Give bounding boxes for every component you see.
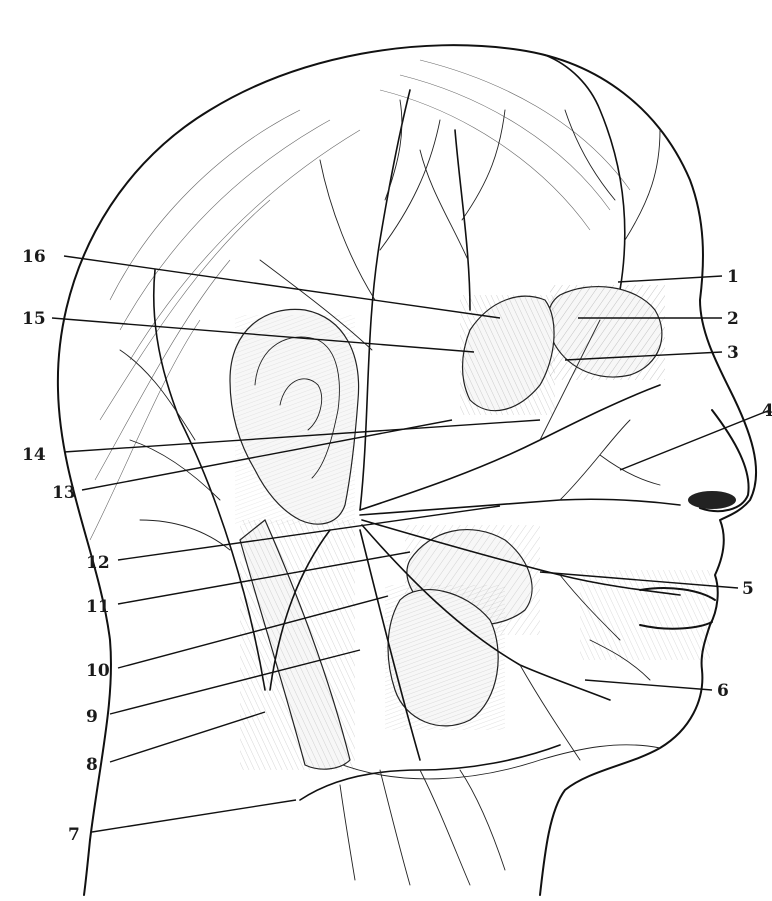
label-11: 11: [86, 597, 110, 617]
leader-1: [618, 276, 722, 282]
leader-16: [64, 256, 500, 318]
leader-6: [585, 680, 712, 690]
label-16: 16: [22, 247, 46, 267]
label-13: 13: [52, 483, 76, 503]
label-15: 15: [22, 309, 46, 329]
label-5: 5: [742, 579, 754, 599]
label-2: 2: [727, 309, 739, 329]
label-6: 6: [717, 681, 729, 701]
label-10: 10: [86, 661, 110, 681]
label-7: 7: [68, 825, 80, 845]
label-1: 1: [727, 267, 739, 287]
label-4: 4: [762, 401, 772, 421]
label-14: 14: [22, 445, 46, 465]
label-8: 8: [86, 755, 98, 775]
leader-7: [92, 800, 296, 832]
label-3: 3: [727, 343, 739, 363]
leader-4: [620, 410, 770, 470]
label-9: 9: [86, 707, 98, 727]
label-12: 12: [86, 553, 110, 573]
head-outline: [58, 45, 756, 895]
